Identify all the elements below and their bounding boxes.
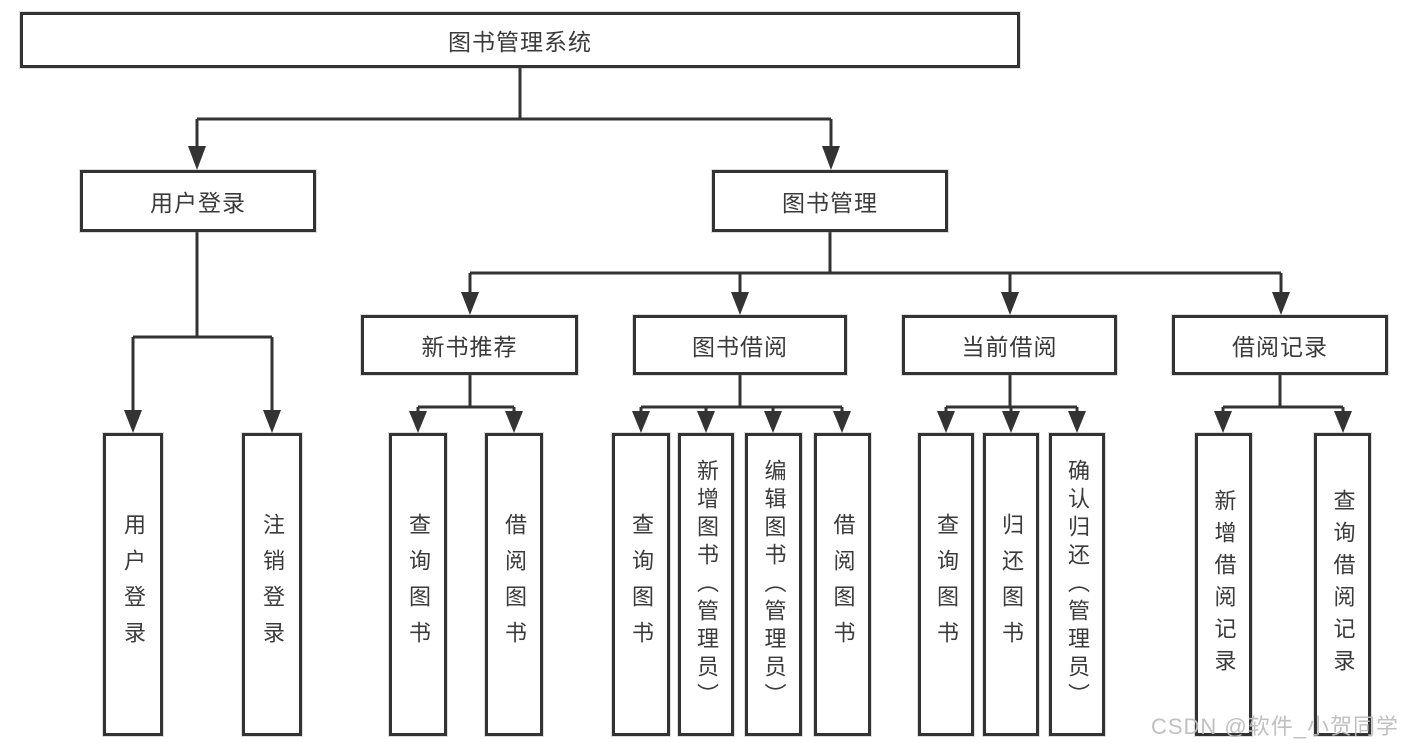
leaf-borrow-books-recommend: 借阅图书	[485, 433, 543, 736]
leaf-user-login: 用户登录	[103, 433, 163, 736]
leaf-add-borrow-record: 新增借阅记录	[1195, 433, 1252, 736]
node-label: 新增借阅记录	[1211, 488, 1237, 681]
node-current-borrow: 当前借阅	[902, 315, 1117, 375]
node-borrow-records: 借阅记录	[1172, 315, 1388, 375]
node-label: 注销登录	[260, 512, 285, 657]
connector-root-to-level2	[188, 68, 840, 170]
node-label: 图书管理系统	[448, 29, 592, 55]
node-label: 用户登录	[121, 512, 146, 657]
node-book-management-system: 图书管理系统	[20, 12, 1020, 68]
node-label: 查询图书	[406, 512, 431, 657]
node-label: 新书推荐	[421, 334, 518, 360]
node-user-login: 用户登录	[80, 170, 316, 232]
connector-currentborrow-to-leaves	[937, 375, 1086, 433]
leaf-return-books: 归还图书	[983, 433, 1039, 736]
leaf-add-books-admin: 新增图书（管理员）	[678, 433, 734, 736]
node-label: 借阅记录	[1232, 334, 1328, 360]
node-label: 查询图书	[934, 512, 959, 657]
node-new-book-recommend: 新书推荐	[361, 315, 578, 375]
leaf-confirm-return-admin: 确认归还（管理员）	[1049, 433, 1105, 736]
node-book-borrow: 图书借阅	[633, 315, 847, 375]
node-book-management: 图书管理	[712, 170, 948, 232]
leaf-query-books-borrow: 查询图书	[612, 433, 670, 736]
node-label: 图书管理	[782, 190, 878, 216]
connector-bookmgmt-to-level3	[461, 232, 1290, 315]
node-label: 用户登录	[150, 190, 246, 216]
connector-bookborrow-to-leaves	[632, 375, 851, 433]
node-label: 借阅图书	[830, 512, 856, 657]
leaf-borrow-books: 借阅图书	[814, 433, 871, 736]
node-label: 当前借阅	[961, 334, 1058, 360]
node-label: 编辑图书（管理员）	[761, 458, 787, 711]
leaf-logout: 注销登录	[242, 433, 302, 736]
node-label: 确认归还（管理员）	[1065, 458, 1090, 711]
connector-newbooks-to-leaves	[409, 375, 523, 433]
node-label: 归还图书	[999, 512, 1024, 657]
connector-userlogin-to-leaves	[124, 232, 281, 433]
node-label: 新增图书（管理员）	[694, 458, 719, 711]
csdn-watermark: CSDN @软件_小贺同学	[1150, 714, 1399, 739]
node-label: 借阅图书	[502, 512, 527, 657]
connector-borrowrecords-to-leaves	[1214, 375, 1352, 433]
leaf-query-books-current: 查询图书	[918, 433, 974, 736]
leaf-query-books-recommend: 查询图书	[389, 433, 447, 736]
leaf-edit-books-admin: 编辑图书（管理员）	[745, 433, 802, 736]
node-label: 图书借阅	[692, 334, 788, 360]
leaf-query-borrow-record: 查询借阅记录	[1314, 433, 1371, 736]
node-label: 查询图书	[629, 512, 654, 657]
node-label: 查询借阅记录	[1330, 488, 1356, 681]
